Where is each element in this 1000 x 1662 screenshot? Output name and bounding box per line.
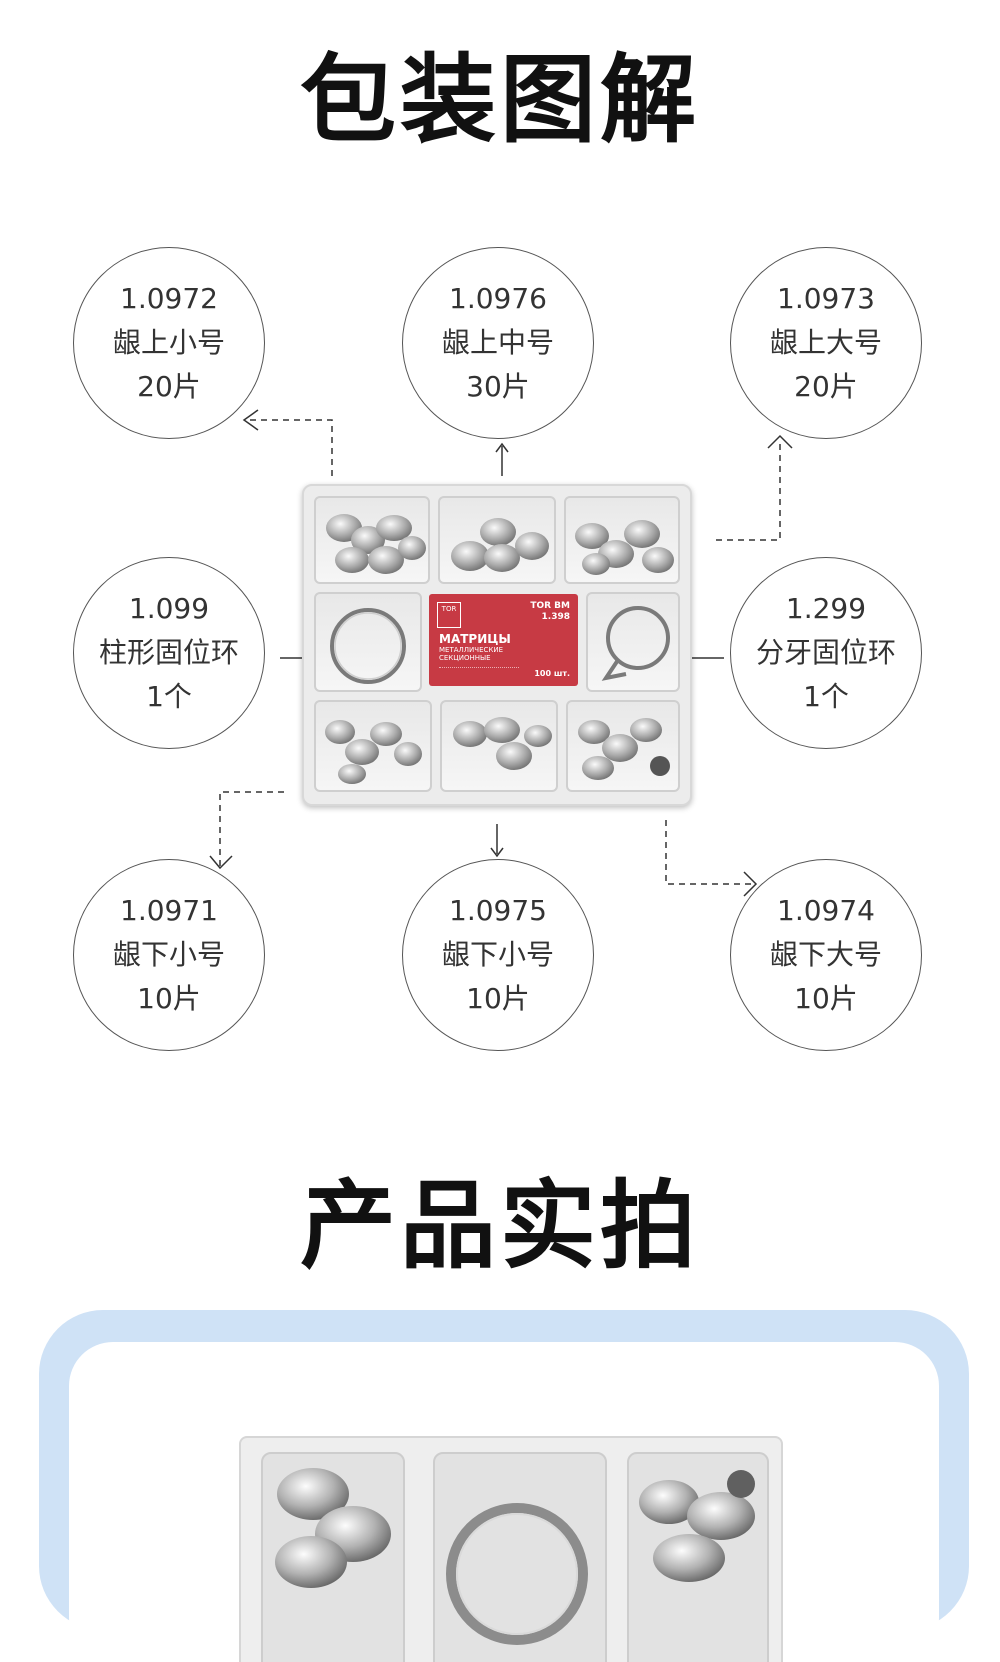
tray-compartment: [314, 592, 422, 692]
label-title: МАТРИЦЫ: [439, 632, 511, 646]
product-photo-frame: [39, 1310, 969, 1662]
item-qty: 20片: [794, 370, 858, 403]
item-name: 龈下大号: [769, 938, 882, 971]
product-photo-inner: [69, 1342, 939, 1662]
item-qty: 10片: [137, 982, 201, 1015]
tray-compartment: [314, 496, 430, 584]
item-name: 龈下小号: [112, 938, 225, 971]
section-title-photo: 产品实拍: [300, 1170, 700, 1282]
label-subtitle: МЕТАЛЛИЧЕСКИЕ СЕКЦИОННЫЕ: [439, 646, 504, 662]
item-qty: 20片: [137, 370, 201, 403]
matrix-bands-icon: [453, 717, 552, 770]
connector-arrows: [209, 409, 793, 897]
item-qty: 1个: [803, 680, 849, 713]
matrix-bands-icon: [325, 720, 422, 784]
item-circle-1-299: 1.299 分牙固位环 1个: [730, 557, 922, 749]
product-tray-image: TOR TOR ВМ 1.398 МАТРИЦЫ МЕТАЛЛИЧЕСКИЕ С…: [302, 484, 692, 806]
item-qty: 10片: [794, 982, 858, 1015]
tray-compartment: [438, 496, 556, 584]
item-circle-1-0976: 1.0976 龈上中号 30片: [402, 247, 594, 439]
item-circle-1-0971: 1.0971 龈下小号 10片: [73, 859, 265, 1051]
item-qty: 10片: [466, 982, 530, 1015]
retainer-ring-icon: [446, 1503, 588, 1645]
tray-compartment: [566, 700, 680, 792]
item-name: 柱形固位环: [98, 636, 239, 669]
product-photo: [239, 1436, 783, 1662]
item-name: 分牙固位环: [755, 636, 896, 669]
photo-compartment: [433, 1452, 607, 1662]
section-title-package: 包装图解: [300, 44, 700, 156]
matrix-bands-icon: [575, 520, 674, 575]
item-circle-1-0973: 1.0973 龈上大号 20片: [730, 247, 922, 439]
tray-compartment: [564, 496, 680, 584]
item-qty: 30片: [466, 370, 530, 403]
package-label: TOR TOR ВМ 1.398 МАТРИЦЫ МЕТАЛЛИЧЕСКИЕ С…: [429, 594, 578, 686]
brand-logo: TOR: [437, 602, 461, 628]
photo-compartment: [261, 1452, 405, 1662]
label-fine-print: [439, 667, 519, 678]
matrix-bands-icon: [451, 518, 549, 572]
separation-ring-icon: [601, 606, 670, 681]
item-code: 1.299: [785, 592, 867, 625]
matrix-bands-icon: [275, 1468, 391, 1588]
item-code: 1.099: [128, 592, 210, 625]
item-circle-1-099: 1.099 柱形固位环 1个: [73, 557, 265, 749]
item-name: 龈上小号: [112, 326, 225, 359]
label-count: 100 шт.: [534, 669, 570, 678]
item-code: 1.0976: [449, 282, 547, 315]
item-qty: 1个: [146, 680, 192, 713]
item-code: 1.0972: [120, 282, 218, 315]
item-name: 龈上中号: [441, 326, 554, 359]
matrix-bands-icon: [639, 1470, 755, 1582]
item-code: 1.0971: [120, 894, 218, 927]
matrix-bands-icon: [578, 718, 670, 780]
tray-compartment: [586, 592, 680, 692]
item-code: 1.0974: [777, 894, 875, 927]
matrix-bands-icon: [326, 514, 426, 574]
retainer-ring-icon: [330, 608, 406, 684]
brand-model: TOR ВМ 1.398: [530, 601, 570, 622]
tray-compartment: [314, 700, 432, 792]
item-circle-1-0975: 1.0975 龈下小号 10片: [402, 859, 594, 1051]
photo-compartment: [627, 1452, 769, 1662]
tray-compartment: [440, 700, 558, 792]
item-circle-1-0972: 1.0972 龈上小号 20片: [73, 247, 265, 439]
item-code: 1.0973: [777, 282, 875, 315]
item-name: 龈上大号: [769, 326, 882, 359]
item-name: 龈下小号: [441, 938, 554, 971]
item-circle-1-0974: 1.0974 龈下大号 10片: [730, 859, 922, 1051]
item-code: 1.0975: [449, 894, 547, 927]
